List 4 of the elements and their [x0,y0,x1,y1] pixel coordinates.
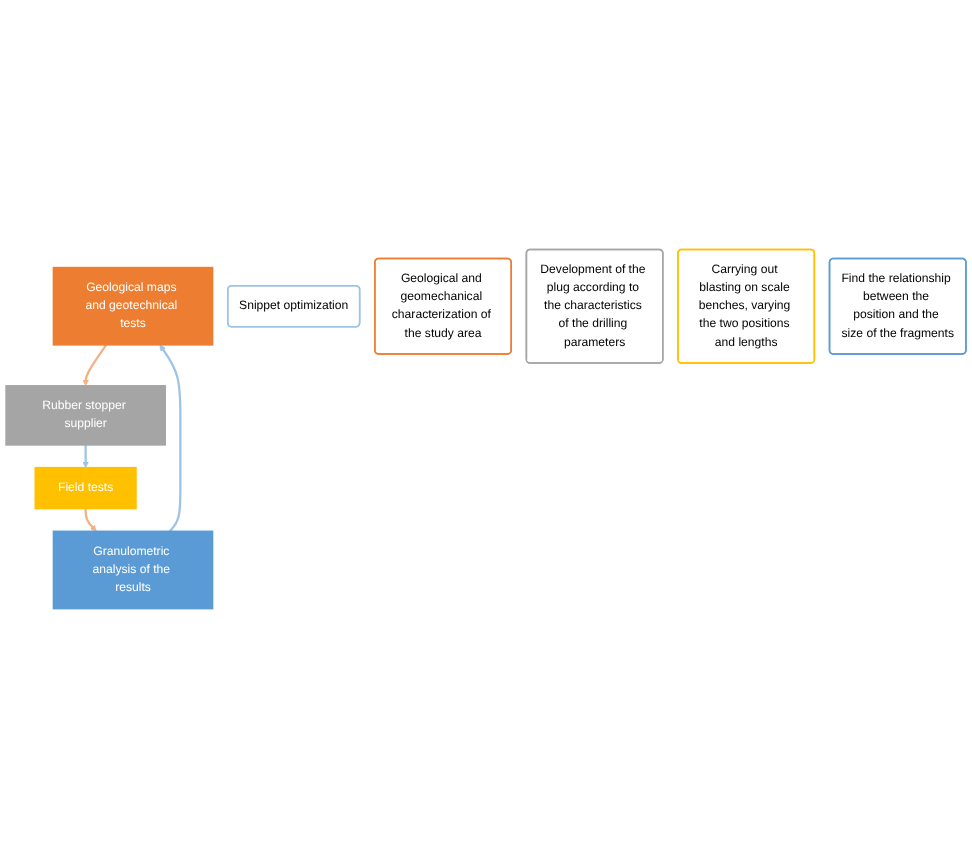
arrow [159,344,182,533]
arrow [82,444,89,468]
arrow [84,508,97,532]
arrow [82,344,108,387]
